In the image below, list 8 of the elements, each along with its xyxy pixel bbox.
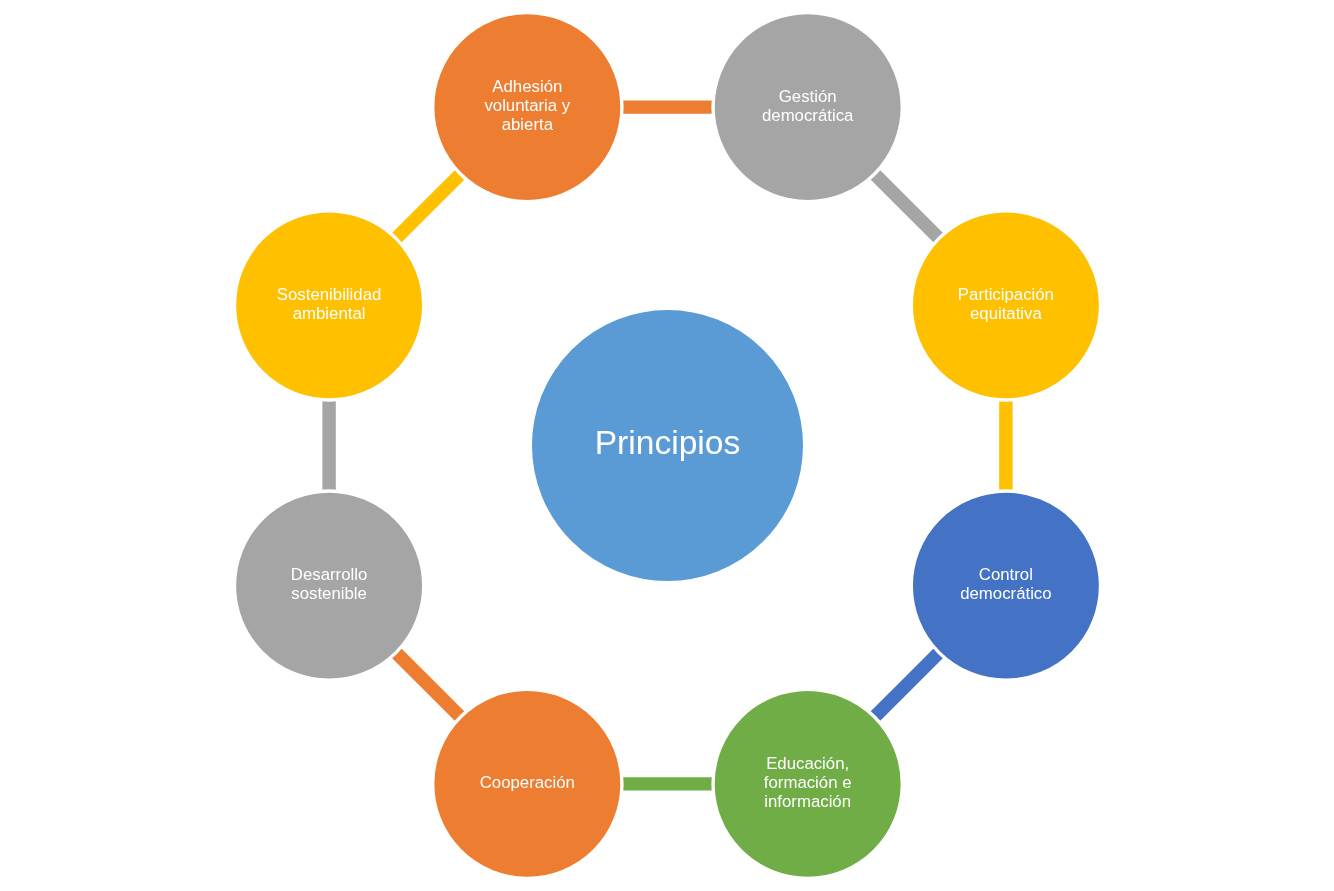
- connector: [390, 169, 465, 243]
- connector: [321, 400, 336, 491]
- connector: [390, 647, 465, 722]
- connector: [869, 169, 944, 244]
- node-circle: Control democrático: [909, 489, 1102, 682]
- node-circle: Participación equitativa: [909, 209, 1102, 402]
- connector: [869, 648, 944, 722]
- connector: [998, 400, 1013, 491]
